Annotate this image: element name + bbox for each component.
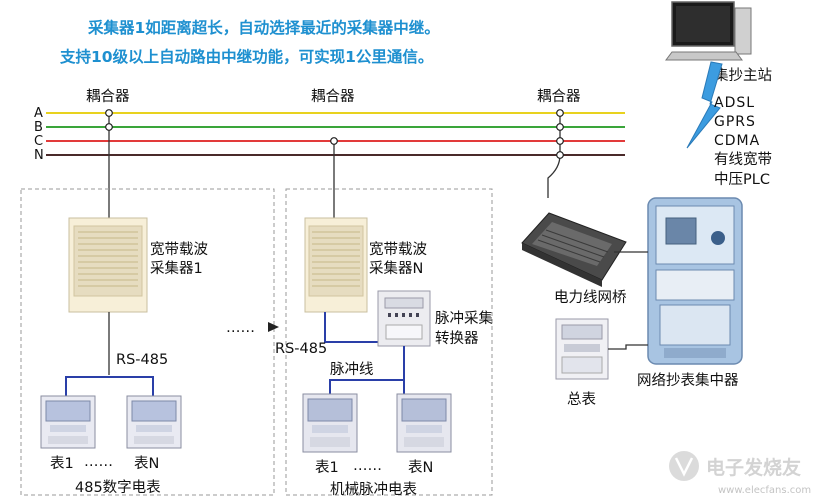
- collectorn-label-line2: 采集器N: [369, 260, 423, 277]
- comm-method-5: 中压PLC: [714, 171, 770, 188]
- watermark-logo: 电子发烧友 www.elecfans.com: [669, 451, 811, 496]
- comm-method-1: ADSL: [714, 95, 755, 111]
- meter-485-first-label: 表1: [50, 455, 74, 472]
- collector-device-1: [68, 217, 148, 375]
- collector1-label-line1: 宽带载波: [150, 241, 208, 258]
- watermark-text: 电子发烧友: [706, 456, 801, 479]
- coupler-label-2: 耦合器: [311, 88, 355, 105]
- meter-485-first: [40, 395, 96, 449]
- coupler-label-3: 耦合器: [537, 88, 581, 105]
- watermark-url: www.elecfans.com: [718, 485, 811, 496]
- meter-to-concentrator: [608, 344, 648, 350]
- rs485-label-2: RS-485: [275, 341, 327, 357]
- computer-icon: [665, 1, 752, 61]
- meter-pulse-last: [396, 393, 452, 453]
- bridge-device: [521, 212, 627, 287]
- main-meter-label: 总表: [567, 391, 596, 408]
- headline-line2: 支持10级以上自动路由中继功能，可实现1公里通信。: [59, 47, 433, 66]
- main-meter-device: [555, 318, 609, 380]
- group1-label: 485数字电表: [75, 479, 161, 496]
- collector-device-n: [304, 217, 380, 343]
- rs485-label-1: RS-485: [116, 352, 168, 368]
- comm-method-2: GPRS: [714, 114, 756, 130]
- pulse-line-label: 脉冲线: [330, 361, 374, 378]
- pulse-line: [329, 346, 405, 395]
- meter-485-dots: ……: [84, 454, 113, 470]
- coupler-icon: [105, 109, 113, 218]
- bridge-label: 电力线网桥: [554, 289, 627, 306]
- pulse-converter-label-line2: 转换器: [435, 330, 479, 347]
- comm-method-4: 有线宽带: [714, 151, 772, 168]
- collectorn-label-line1: 宽带载波: [369, 241, 427, 258]
- comm-method-3: CDMA: [714, 133, 760, 149]
- meter-pulse-first-label: 表1: [315, 459, 339, 476]
- pulse-converter-device: [377, 290, 431, 347]
- main-station-label: 集抄主站: [714, 67, 772, 84]
- coupler-icon: [330, 137, 338, 218]
- arrow-right-icon: [268, 322, 279, 332]
- lightning-icon: [686, 61, 723, 149]
- rs485-bus: [65, 376, 154, 398]
- group2-label: 机械脉冲电表: [330, 481, 417, 498]
- meter-pulse-last-label: 表N: [408, 459, 433, 476]
- coupler-label-1: 耦合器: [86, 88, 130, 105]
- pulse-converter-label-line1: 脉冲采集: [435, 310, 493, 327]
- headline-line1: 采集器1如距离超长，自动选择最近的采集器中继。: [87, 18, 440, 37]
- phase-label-n: N: [34, 148, 44, 163]
- collector1-label-line2: 采集器1: [150, 260, 203, 277]
- concentrator-label: 网络抄表集中器: [637, 372, 739, 389]
- group-box-pulse: [285, 188, 493, 496]
- phase-label-a: A: [34, 106, 43, 121]
- coupler-icon: [547, 109, 564, 198]
- ellipsis-label: ……: [226, 320, 255, 336]
- phase-label-b: B: [34, 120, 43, 135]
- meter-pulse-dots: ……: [353, 458, 382, 474]
- group-box-485: [20, 188, 275, 496]
- concentrator-device: [647, 197, 743, 365]
- meter-pulse-first: [302, 393, 358, 453]
- phase-label-c: C: [34, 134, 43, 149]
- meter-485-last: [126, 395, 182, 449]
- meter-485-last-label: 表N: [134, 455, 159, 472]
